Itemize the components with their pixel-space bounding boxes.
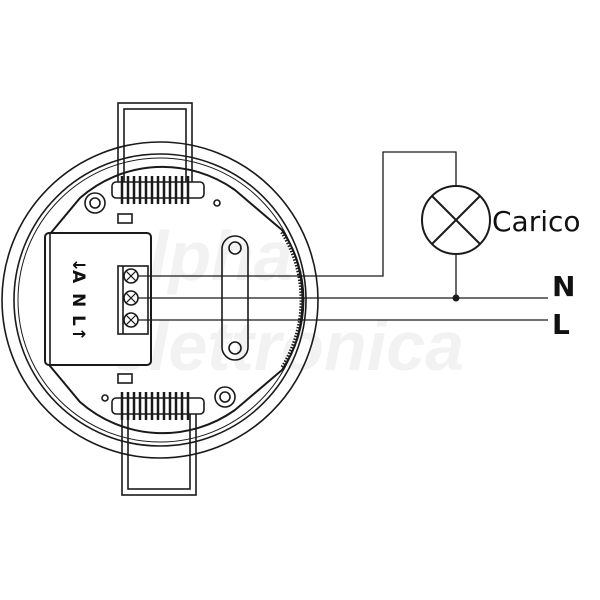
terminal-label-l: L: [68, 315, 88, 326]
terminal-label-n: N: [68, 293, 88, 307]
screw-bottom-left: [101, 394, 109, 402]
tab-top: [117, 213, 133, 224]
lamp-cross: [431, 195, 481, 245]
screw-top-right: [213, 199, 221, 207]
neutral-label: N: [552, 270, 575, 303]
spring-top-coils: [120, 176, 190, 204]
inner-ring: [13, 153, 307, 447]
lamp-circle: [421, 185, 491, 255]
spring-clip-bottom: [111, 392, 205, 496]
wire-load-out: [138, 151, 457, 277]
slot-hole-top: [228, 241, 242, 255]
watermark: alpha elettronica: [110, 217, 464, 385]
mount-hole-top-left: [84, 192, 106, 214]
lamp-symbol: [421, 185, 491, 255]
terminal-labels: ↓ A N L ↑: [68, 258, 88, 341]
terminal-block: [117, 265, 149, 335]
line-label: L: [552, 308, 570, 341]
mount-hole-bottom-right: [214, 386, 236, 408]
mount-hole-top-left-inner: [89, 197, 101, 209]
spring-clip-top: [111, 102, 205, 204]
slot-hole-bottom: [228, 341, 242, 355]
terminal-screws: [123, 268, 139, 328]
screw-a-cross: [125, 270, 137, 282]
outer-ring: [1, 141, 319, 459]
screw-n-cross: [125, 292, 137, 304]
arrow-a: ↓: [68, 258, 88, 272]
inner-ring-2: [17, 157, 303, 443]
spring-bottom-coils: [120, 392, 190, 420]
screw-l-cross: [125, 314, 137, 326]
mount-hole-bottom-right-inner: [219, 391, 231, 403]
junction-dot: [452, 294, 460, 302]
arrow-l: ↑: [68, 327, 88, 341]
tab-bottom: [117, 373, 133, 384]
terminal-label-a: A: [68, 270, 88, 284]
load-label: Carico: [492, 205, 581, 238]
